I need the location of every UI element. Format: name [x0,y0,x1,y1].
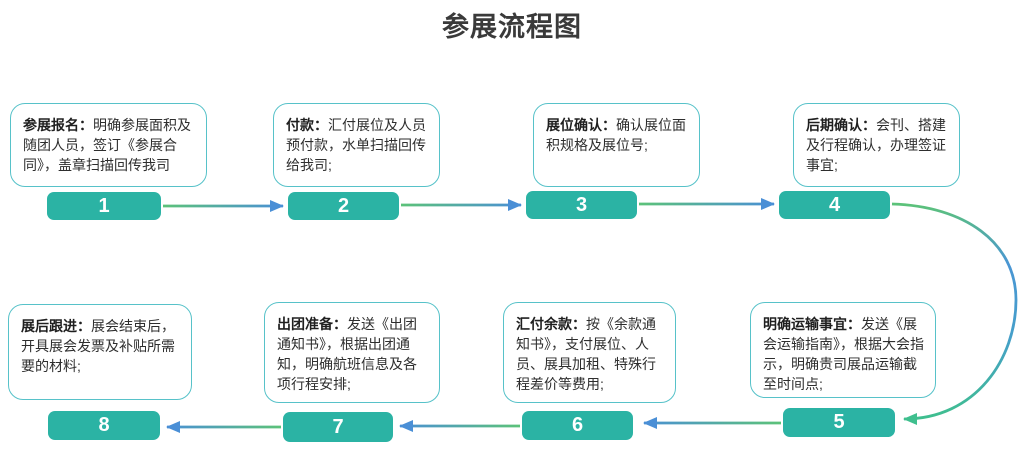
step-1-title: 参展报名： [23,117,93,133]
step-7-number-bar: 7 [283,412,393,442]
step-5-number: 5 [833,411,845,433]
page-title: 参展流程图 [442,12,582,42]
step-2-title: 付款： [286,117,328,133]
arrow-step4-to-step5 [891,202,1018,425]
step-8-text: 展会结束后，开具展会发票及补贴所需要的材料; [21,318,175,374]
step-6-number-bar: 6 [522,411,633,440]
step-1-number: 1 [98,194,110,217]
step-5-number-bar: 5 [783,408,895,437]
step-6-title: 汇付余款： [516,316,586,332]
step-8-title: 展后跟进： [21,318,91,334]
step-7-number: 7 [332,415,344,438]
step-3-text: 确认展位面积规格及展位号; [546,117,686,153]
step-8-description-box: 展后跟进：展会结束后，开具展会发票及补贴所需要的材料; [8,304,192,400]
step-3-description-box: 展位确认：确认展位面积规格及展位号; [533,103,700,187]
step-7-title: 出团准备： [277,316,347,332]
step-2-text: 汇付展位及人员预付款，水单扫描回传给我司; [286,117,426,173]
step-2-description-box: 付款：汇付展位及人员预付款，水单扫描回传给我司; [273,103,440,187]
step-5-text: 发送《展会运输指南》，根据大会指示，明确贵司展品运输截至时间点; [763,316,924,392]
step-6-text: 按《余款通知书》，支付展位、人员、展具加租、特殊行程差价等费用; [516,316,656,392]
step-7-text: 发送《出团通知书》，根据出团通知，明确航班信息及各项行程安排; [277,316,417,392]
step-1-number-bar: 1 [47,192,161,220]
step-5-description-box: 明确运输事宜：发送《展会运输指南》，根据大会指示，明确贵司展品运输截至时间点; [750,302,936,398]
step-8-number-bar: 8 [48,411,160,440]
step-6-description-box: 汇付余款：按《余款通知书》，支付展位、人员、展具加租、特殊行程差价等费用; [503,302,676,403]
step-3-number: 3 [575,193,588,216]
step-6-number: 6 [571,414,584,436]
step-7-description-box: 出团准备：发送《出团通知书》，根据出团通知，明确航班信息及各项行程安排; [264,302,440,403]
step-1-description-box: 参展报名：明确参展面积及随团人员，签订《参展合同》，盖章扫描回传我司 [10,103,207,187]
step-4-text: 会刊、搭建及行程确认，办理签证事宜; [806,117,946,173]
step-4-title: 后期确认： [806,117,876,133]
step-3-number-bar: 3 [526,191,637,219]
step-4-number: 4 [828,193,841,216]
step-3-title: 展位确认： [546,117,616,133]
step-8-number: 8 [98,414,110,436]
step-1-text: 明确参展面积及随团人员，签订《参展合同》，盖章扫描回传我司 [23,117,191,173]
step-4-number-bar: 4 [779,191,890,219]
step-2-number: 2 [337,194,350,217]
step-2-number-bar: 2 [288,192,399,220]
step-4-description-box: 后期确认：会刊、搭建及行程确认，办理签证事宜; [793,103,960,187]
step-5-title: 明确运输事宜： [763,316,861,332]
